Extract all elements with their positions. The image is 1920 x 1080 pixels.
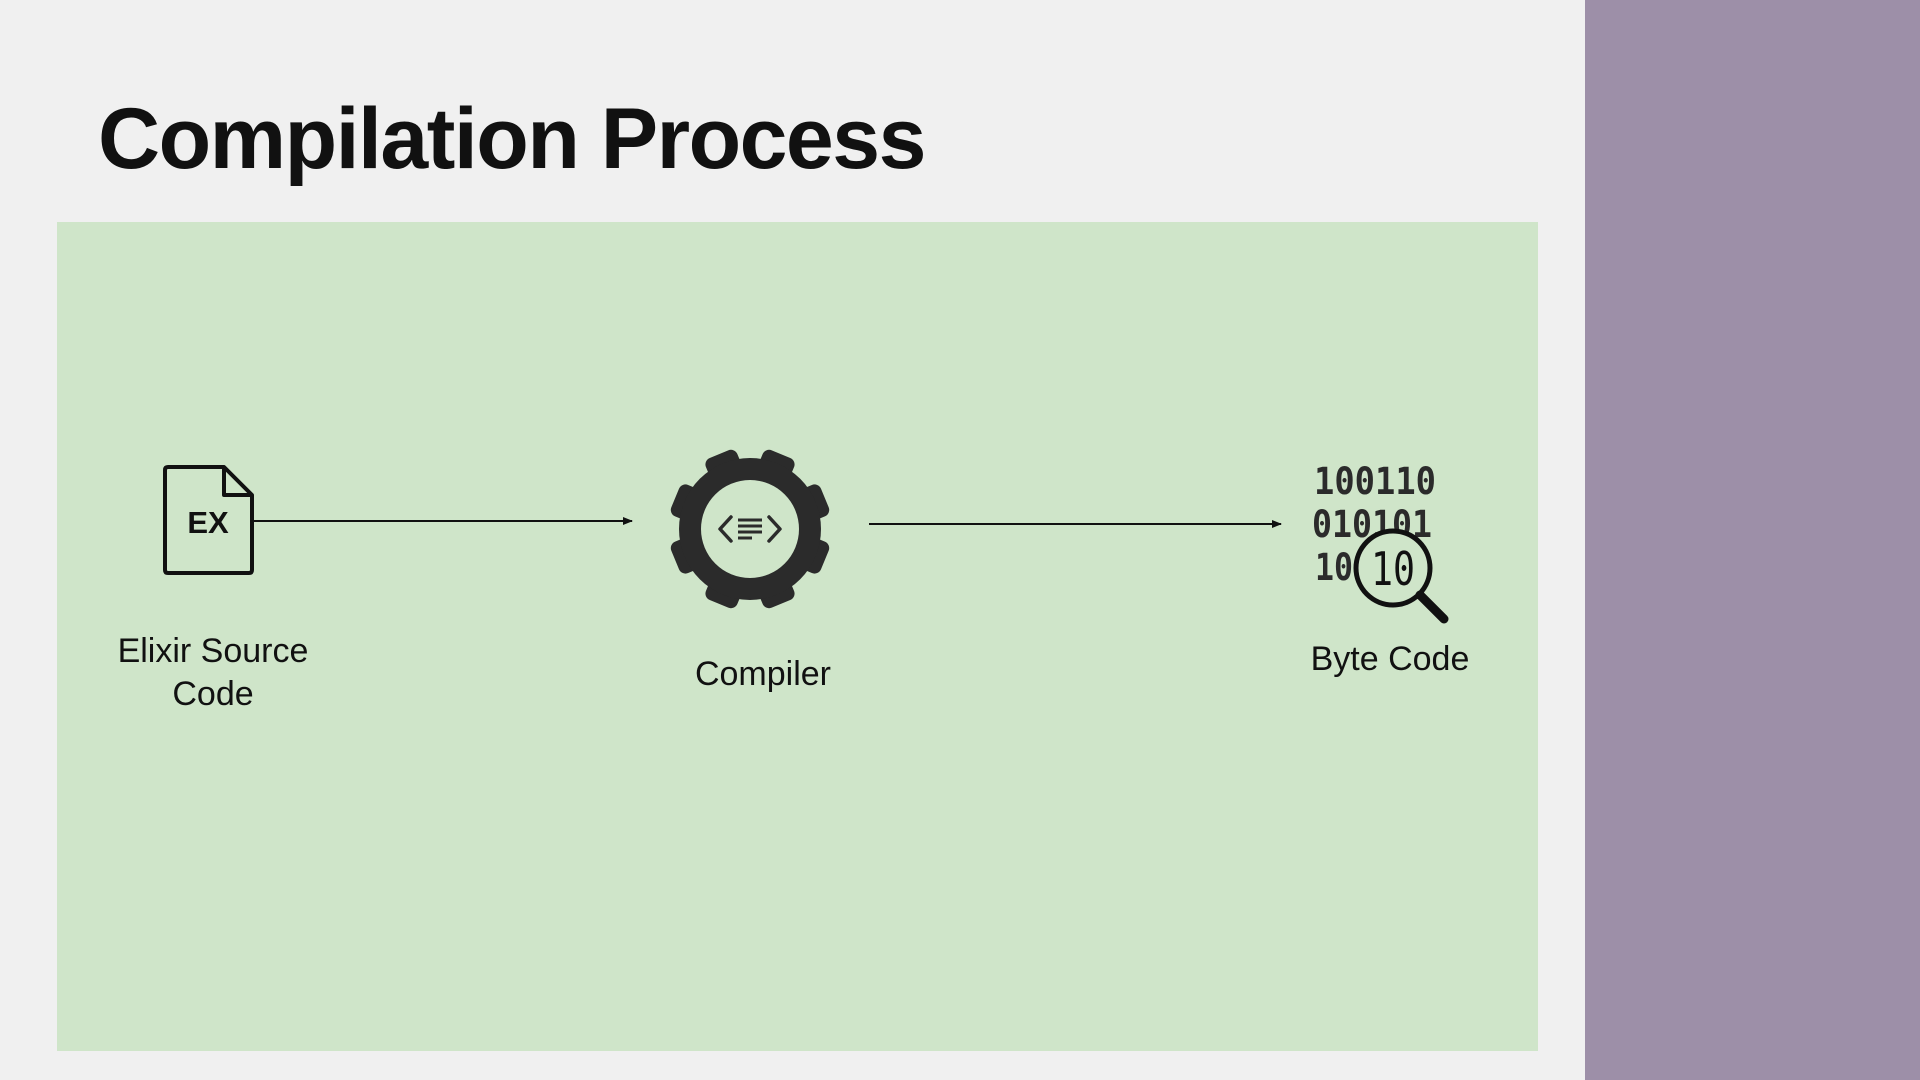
- gear-code-icon: [670, 449, 830, 609]
- sidebar-accent: [1585, 0, 1920, 1080]
- node-label-source-line1: Elixir Source: [117, 632, 309, 670]
- node-label-bytecode: Byte Code: [1310, 640, 1470, 678]
- node-label-source-line2: Code: [172, 675, 254, 713]
- node-label-compiler: Compiler: [694, 655, 832, 693]
- node-label-source: Elixir Source Code: [98, 630, 328, 716]
- magnifier-text: 10: [1371, 542, 1415, 596]
- slide-title: Compilation Process: [98, 91, 926, 187]
- diagram-panel: [57, 222, 1538, 1051]
- file-icon: EX: [163, 465, 254, 575]
- binary-row-1: 100110: [1314, 460, 1436, 503]
- binary-magnifier-icon: 100110 010101 10 10: [1312, 460, 1449, 624]
- file-icon-text: EX: [187, 505, 229, 540]
- binary-row-3: 10: [1315, 546, 1353, 589]
